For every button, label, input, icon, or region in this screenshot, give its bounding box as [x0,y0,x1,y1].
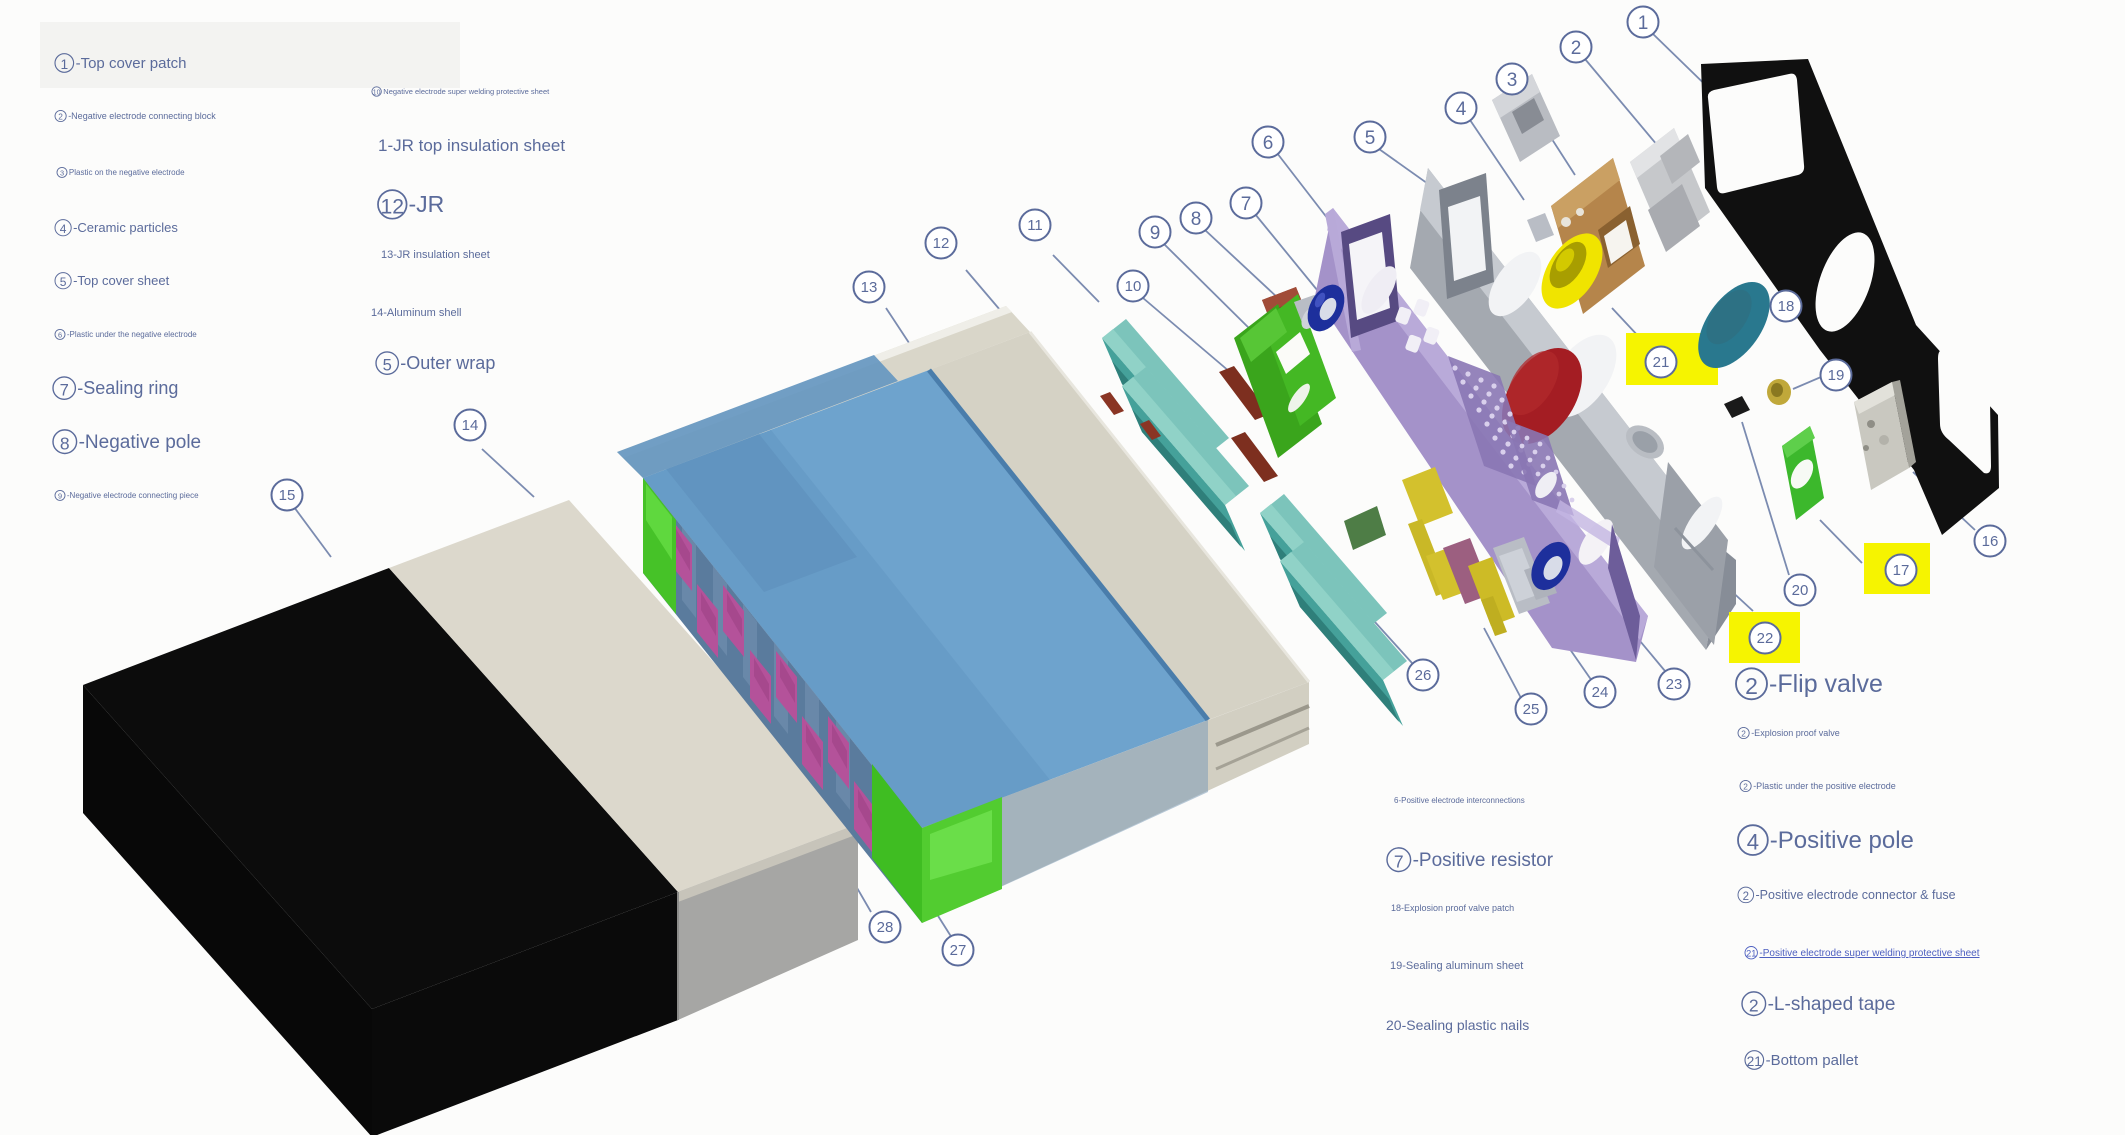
svg-text:19-Sealing aluminum sheet: 19-Sealing aluminum sheet [1390,960,1523,972]
svg-text:-Flip valve: -Flip valve [1769,670,1883,698]
svg-text:6: 6 [58,331,62,340]
svg-text:18: 18 [1778,298,1795,315]
svg-text:7: 7 [1394,851,1404,871]
svg-text:6: 6 [1263,133,1274,154]
svg-text:1: 1 [1638,13,1649,34]
svg-text:3: 3 [60,169,64,178]
svg-text:-Plastic under the negative el: -Plastic under the negative electrode [67,330,197,339]
svg-text:-Top cover sheet: -Top cover sheet [73,273,169,288]
svg-text:-Positive resistor: -Positive resistor [1413,850,1554,871]
svg-text:15: 15 [279,487,296,504]
svg-text:20: 20 [1792,582,1809,599]
svg-text:28: 28 [877,919,894,936]
svg-text:23: 23 [1666,676,1683,693]
svg-text:12: 12 [933,235,950,252]
svg-text:21: 21 [1746,949,1756,959]
svg-text:25: 25 [1523,701,1540,718]
svg-text:-JR: -JR [409,191,445,217]
svg-text:4: 4 [1456,99,1467,120]
svg-text:2: 2 [1749,995,1759,1015]
svg-text:9: 9 [58,492,62,501]
svg-text:-Bottom pallet: -Bottom pallet [1766,1052,1859,1069]
svg-text:21: 21 [1747,1054,1762,1069]
svg-text:9: 9 [1150,223,1161,244]
svg-text:6-Positive electrode interconn: 6-Positive electrode interconnections [1394,796,1525,805]
svg-text:2: 2 [1743,891,1749,903]
svg-text:-Sealing ring: -Sealing ring [77,378,178,398]
svg-text:10: 10 [373,90,381,97]
svg-text:7: 7 [1241,194,1252,215]
svg-text:18-Explosion proof valve patch: 18-Explosion proof valve patch [1391,903,1514,913]
svg-text:4: 4 [60,222,67,236]
svg-text:16: 16 [1982,533,1999,550]
svg-text:Negative electrode super weldi: Negative electrode super welding protect… [383,87,550,96]
svg-text:10: 10 [1125,278,1142,295]
svg-text:2: 2 [1571,38,1582,59]
svg-text:22: 22 [1757,630,1774,647]
svg-text:-Plastic under the positive el: -Plastic under the positive electrode [1753,781,1896,791]
svg-text:5: 5 [383,355,392,374]
svg-text:19: 19 [1828,367,1845,384]
svg-text:2: 2 [58,112,63,122]
svg-text:1: 1 [60,57,68,72]
svg-text:2: 2 [1743,782,1748,792]
svg-text:14-Aluminum shell: 14-Aluminum shell [371,307,461,319]
svg-text:-Ceramic particles: -Ceramic particles [73,220,178,235]
svg-text:-L-shaped tape: -L-shaped tape [1768,994,1896,1015]
svg-text:-Positive pole: -Positive pole [1770,827,1914,854]
svg-text:7: 7 [60,380,69,399]
svg-text:3: 3 [1507,70,1518,91]
svg-text:12: 12 [381,196,405,219]
svg-text:4: 4 [1747,830,1759,855]
svg-text:21: 21 [1653,354,1670,371]
svg-text:-Negative electrode connecting: -Negative electrode connecting block [68,111,216,121]
svg-text:20-Sealing plastic nails: 20-Sealing plastic nails [1386,1017,1529,1033]
svg-text:2: 2 [1745,673,1758,699]
svg-text:5: 5 [60,275,67,289]
svg-text:-Explosion proof valve: -Explosion proof valve [1751,728,1840,738]
svg-text:-Positive electrode connector: -Positive electrode connector & fuse [1756,888,1956,902]
svg-text:26: 26 [1415,667,1432,684]
svg-text:1-JR top insulation sheet: 1-JR top insulation sheet [378,136,565,155]
svg-text:5: 5 [1365,128,1376,149]
svg-text:-Outer wrap: -Outer wrap [400,353,495,373]
svg-text:27: 27 [950,942,967,959]
svg-text:-Negative pole: -Negative pole [79,432,202,453]
svg-text:Plastic on the negative electr: Plastic on the negative electrode [69,168,185,177]
svg-text:8: 8 [60,433,70,453]
svg-text:8: 8 [1191,209,1202,230]
svg-text:24: 24 [1592,684,1609,701]
svg-text:13: 13 [861,279,878,296]
svg-text:-Top cover patch: -Top cover patch [76,55,187,72]
svg-text:-Positive electrode super weld: -Positive electrode super welding protec… [1759,948,1979,959]
svg-text:2: 2 [1741,729,1746,739]
svg-text:13-JR insulation sheet: 13-JR insulation sheet [381,249,490,261]
svg-text:14: 14 [462,417,479,434]
svg-text:11: 11 [1027,217,1043,234]
svg-text:17: 17 [1893,562,1910,579]
svg-text:-Negative electrode connecting: -Negative electrode connecting piece [67,491,199,500]
